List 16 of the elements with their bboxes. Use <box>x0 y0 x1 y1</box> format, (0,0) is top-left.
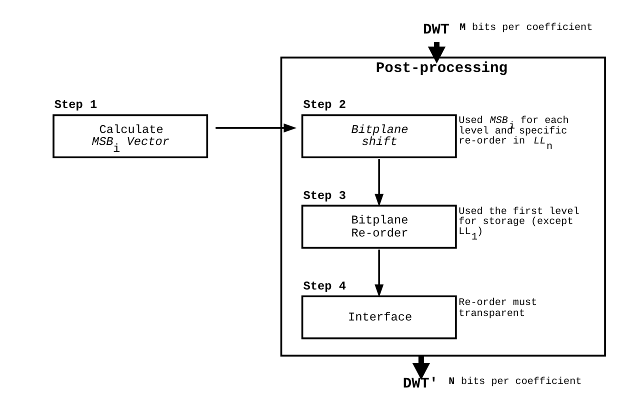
node-label: N bits per coefficient <box>448 376 582 388</box>
node-label: Step 1 <box>54 98 97 112</box>
arrow <box>374 250 384 298</box>
node-label: Step 3 <box>302 188 346 203</box>
node-box: Interface <box>300 295 456 340</box>
node-label: M bits per coefficient <box>459 22 592 34</box>
node-label: Step 2 <box>302 98 346 112</box>
node-text: DWT <box>422 22 449 39</box>
arrow <box>374 159 384 207</box>
arrow <box>215 123 296 132</box>
arrow <box>412 356 430 380</box>
node-text: DWT′ <box>402 376 438 393</box>
node-label: Step 4 <box>302 279 346 294</box>
node-label: Re-order must transparent <box>458 298 537 320</box>
node-box: Bitplane Re-order <box>300 204 456 249</box>
node-box: Bitplane shift <box>300 114 456 158</box>
